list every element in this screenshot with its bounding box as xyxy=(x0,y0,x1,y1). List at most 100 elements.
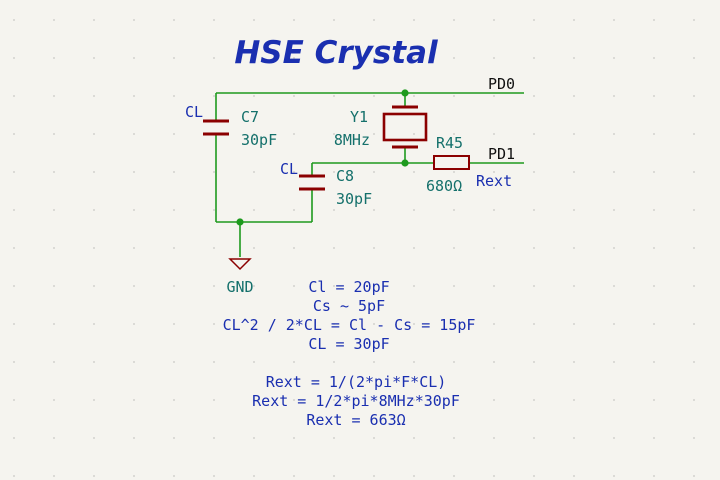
grid-dot xyxy=(493,475,495,477)
grid-dot xyxy=(453,133,455,135)
junction-gnd xyxy=(236,218,244,226)
grid-dot xyxy=(13,285,15,287)
grid-dot xyxy=(693,399,695,401)
resistor-r45-symbol[interactable] xyxy=(433,155,470,170)
grid-dot xyxy=(173,209,175,211)
grid-dot xyxy=(53,209,55,211)
junction-pd1 xyxy=(401,159,409,167)
grid-dot xyxy=(373,57,375,59)
grid-dot xyxy=(373,133,375,135)
grid-dot xyxy=(693,57,695,59)
grid-dot xyxy=(613,171,615,173)
grid-dot xyxy=(573,323,575,325)
capacitor-c7-symbol[interactable] xyxy=(203,119,229,136)
grid-dot xyxy=(693,323,695,325)
grid-dot xyxy=(413,437,415,439)
grid-dot xyxy=(133,19,135,21)
grid-dot xyxy=(613,209,615,211)
note-line: Cl = 20pF xyxy=(308,278,389,296)
grid-dot xyxy=(613,19,615,21)
grid-dot xyxy=(453,171,455,173)
grid-dot xyxy=(253,437,255,439)
grid-dot xyxy=(693,475,695,477)
grid-dot xyxy=(653,247,655,249)
grid-dot xyxy=(13,171,15,173)
grid-dot xyxy=(293,437,295,439)
grid-dot xyxy=(453,437,455,439)
grid-dot xyxy=(93,95,95,97)
grid-dot xyxy=(493,95,495,97)
grid-dot xyxy=(213,171,215,173)
grid-dot xyxy=(453,399,455,401)
junction-pd0 xyxy=(401,89,409,97)
grid-dot xyxy=(93,57,95,59)
grid-dot xyxy=(133,323,135,325)
grid-dot xyxy=(173,475,175,477)
grid-dot xyxy=(93,19,95,21)
grid-dot xyxy=(173,57,175,59)
grid-dot xyxy=(653,361,655,363)
grid-dot xyxy=(133,475,135,477)
junctions xyxy=(236,89,409,226)
grid-dot xyxy=(333,171,335,173)
grid-dot xyxy=(213,209,215,211)
grid-dot xyxy=(493,247,495,249)
grid-dot xyxy=(573,399,575,401)
grid-dot xyxy=(453,285,455,287)
c7-ref-label: C7 xyxy=(241,108,259,126)
grid-dot xyxy=(133,437,135,439)
grid-dot xyxy=(373,247,375,249)
grid-dot xyxy=(653,171,655,173)
grid-dot xyxy=(493,323,495,325)
grid-dot xyxy=(613,247,615,249)
grid-dot xyxy=(453,475,455,477)
grid-dot xyxy=(533,323,535,325)
grid-dot xyxy=(333,133,335,135)
grid-dot xyxy=(13,475,15,477)
grid-dot xyxy=(613,475,615,477)
grid-dot xyxy=(333,95,335,97)
grid-dot xyxy=(53,361,55,363)
grid-dot xyxy=(693,171,695,173)
grid-dot xyxy=(213,399,215,401)
grid-dot xyxy=(373,285,375,287)
grid-dot xyxy=(293,209,295,211)
grid-dot xyxy=(693,437,695,439)
grid-dot xyxy=(213,475,215,477)
grid-dot xyxy=(533,171,535,173)
crystal-y1-symbol[interactable] xyxy=(382,105,428,149)
grid-dot xyxy=(413,95,415,97)
grid-dot xyxy=(293,171,295,173)
grid-dot xyxy=(53,475,55,477)
grid-dot xyxy=(333,323,335,325)
grid-dot xyxy=(173,133,175,135)
ground-icon[interactable] xyxy=(228,258,252,271)
c8-ref-label: C8 xyxy=(336,167,354,185)
grid-dot xyxy=(253,133,255,135)
grid-dot xyxy=(293,247,295,249)
grid-dot xyxy=(173,285,175,287)
c7-value-label: 30pF xyxy=(241,131,277,149)
grid-dot xyxy=(93,171,95,173)
grid-dot xyxy=(533,209,535,211)
grid-dot xyxy=(333,475,335,477)
capacitor-c8-symbol[interactable] xyxy=(299,174,325,191)
grid-dot xyxy=(53,57,55,59)
grid-dot xyxy=(93,475,95,477)
grid-dot xyxy=(413,399,415,401)
grid-dot xyxy=(613,323,615,325)
note-line: CL^2 / 2*CL = Cl - Cs = 15pF xyxy=(223,316,476,334)
grid-dot xyxy=(93,399,95,401)
grid-dot xyxy=(213,361,215,363)
r45-ref-label: R45 xyxy=(436,134,463,152)
grid-dot xyxy=(13,247,15,249)
grid-dot xyxy=(613,437,615,439)
grid-dot xyxy=(533,57,535,59)
grid-dot xyxy=(533,247,535,249)
grid-dot xyxy=(213,437,215,439)
grid-dot xyxy=(133,133,135,135)
grid-dot xyxy=(693,285,695,287)
grid-dot xyxy=(493,209,495,211)
grid-dot xyxy=(253,247,255,249)
grid-dot xyxy=(653,437,655,439)
